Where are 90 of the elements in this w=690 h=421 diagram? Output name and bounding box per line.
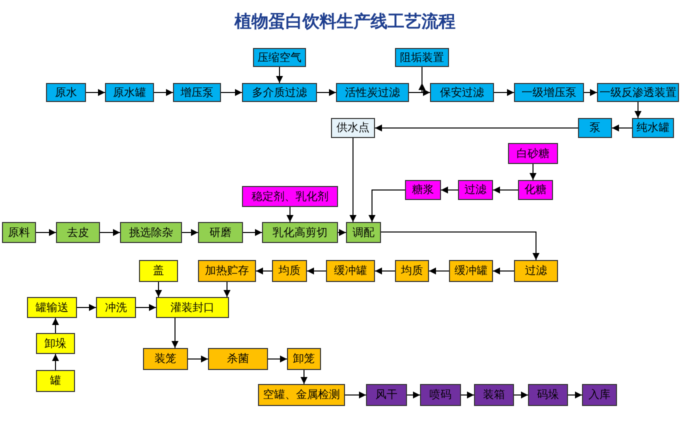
arrow (306, 268, 326, 274)
process-box: 阻垢装置 (395, 48, 449, 67)
process-box: 乳化高剪切 (262, 222, 338, 243)
process-box: 均质 (272, 260, 307, 282)
process-box: 喷码 (420, 384, 461, 406)
arrow (100, 229, 120, 236)
arrow (182, 229, 198, 236)
process-box: 均质 (395, 260, 429, 282)
process-box: 过滤 (514, 260, 558, 282)
process-box: 卸笼 (287, 348, 321, 370)
arrow (344, 392, 366, 398)
diagram-title: 植物蛋白饮料生产线工艺流程 (233, 11, 456, 33)
arrow (220, 89, 242, 96)
process-box: 风干 (366, 384, 407, 406)
arrow (86, 89, 106, 96)
process-box: 罐 (36, 370, 75, 392)
arrow (172, 318, 178, 348)
process-box: 白砂糖 (508, 143, 558, 164)
arrow (155, 282, 162, 298)
arrow (154, 89, 174, 96)
process-box: 调配 (346, 222, 381, 243)
arrow (530, 164, 536, 180)
process-box: 一级增压泵 (514, 83, 584, 102)
process-box: 化糖 (518, 180, 553, 200)
process-box: 纯水罐 (632, 118, 674, 138)
arrow (584, 89, 598, 96)
process-box: 研磨 (198, 222, 243, 243)
process-box: 缓冲罐 (326, 260, 375, 282)
arrow (634, 102, 642, 118)
process-box: 供水点 (331, 118, 375, 138)
process-box: 杀菌 (208, 348, 268, 370)
process-box: 压缩空气 (253, 48, 306, 67)
arrow (492, 186, 518, 194)
arrow (52, 318, 59, 334)
arrow (460, 392, 474, 398)
arrow (36, 229, 56, 236)
arrow (224, 282, 230, 298)
arrow (76, 304, 96, 311)
process-box: 活性炭过滤 (336, 83, 409, 102)
arrow (612, 124, 632, 132)
process-box: 缓冲罐 (449, 260, 493, 282)
arrow (418, 66, 426, 92)
arrow (428, 268, 450, 274)
arrow (276, 66, 283, 84)
arrow (52, 354, 59, 370)
process-box: 去皮 (56, 222, 100, 243)
process-box: 装笼 (143, 348, 188, 370)
arrow (242, 229, 262, 236)
arrow (286, 206, 294, 222)
process-box: 糖浆 (405, 180, 441, 200)
arrow (440, 186, 458, 194)
arrow (492, 268, 514, 274)
process-box: 冲洗 (96, 297, 136, 318)
arrow (350, 138, 356, 222)
process-box: 增压泵 (173, 83, 221, 102)
arrow (188, 356, 208, 362)
arrow (300, 370, 308, 384)
arrow (136, 304, 156, 311)
arrow (256, 268, 272, 274)
process-box: 多介质过滤 (242, 83, 317, 102)
process-box: 罐输送 (27, 297, 77, 318)
process-box: 挑选除杂 (120, 222, 182, 243)
process-box: 卸垛 (36, 333, 75, 354)
process-box: 过滤 (458, 180, 493, 200)
arrow (514, 392, 528, 398)
process-box: 原水 (46, 83, 86, 102)
arrow (374, 124, 578, 132)
process-box: 盖 (139, 260, 178, 282)
process-box: 泵 (578, 118, 612, 138)
process-box: 原水罐 (105, 83, 154, 102)
arrow (368, 190, 406, 222)
process-box: 稳定剂、乳化剂 (242, 186, 338, 207)
process-box: 原料 (2, 222, 36, 243)
process-box: 空罐、金属检测 (258, 384, 345, 406)
arrow (316, 89, 336, 96)
process-box: 入库 (582, 384, 617, 406)
process-box: 一级反渗透装置 (597, 83, 679, 102)
process-box: 码垛 (528, 384, 568, 406)
process-box: 灌装封口 (156, 297, 229, 318)
arrow (408, 89, 430, 96)
arrow (380, 232, 540, 260)
arrow (338, 229, 346, 236)
process-box: 装箱 (474, 384, 514, 406)
arrow (406, 392, 420, 398)
arrow (268, 356, 288, 362)
process-box: 保安过滤 (430, 83, 494, 102)
arrow (374, 268, 396, 274)
arrow (494, 89, 514, 96)
process-box: 加热贮存 (198, 260, 256, 282)
arrow (568, 392, 582, 398)
